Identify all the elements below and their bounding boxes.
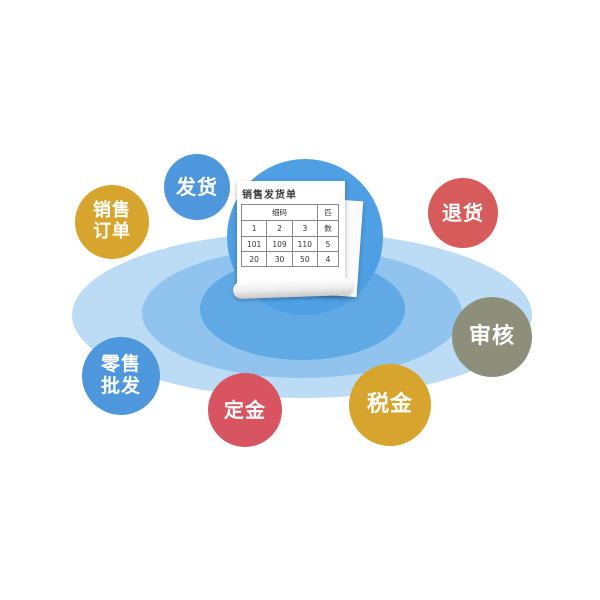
table-cell: 20	[240, 251, 268, 267]
table-row: 101 109 110 5	[240, 236, 339, 252]
bubble-label: 定金	[224, 397, 266, 422]
bubble-label: 退货	[442, 200, 484, 225]
bubble-returns: 退货	[428, 178, 498, 248]
bubble-label-line2: 批发	[100, 375, 141, 397]
table-cell: 1	[240, 220, 268, 237]
count-header-top-cell: 匹	[317, 204, 339, 221]
table-row: 1 2 3 数	[240, 220, 339, 237]
bubble-label: 税金	[366, 392, 413, 418]
bubble-tax: 税金	[349, 364, 431, 446]
table-cell: 109	[266, 236, 293, 252]
table-row: 20 30 50 4	[240, 251, 339, 267]
bubble-label-line1: 零售	[100, 353, 141, 376]
size-header-cell: 细码	[241, 204, 318, 221]
table-cell: 2	[266, 220, 293, 237]
bubble-retail-wholesale: 零售 批发	[82, 337, 160, 415]
table-cell: 50	[291, 251, 319, 267]
bubble-label-line2: 订单	[93, 221, 131, 242]
bubble-shipping: 发货	[164, 154, 230, 220]
delivery-note-table: 细码 匹 1 2 3 数 101 109 110 5 20 30 50 4	[240, 204, 339, 267]
delivery-note-title: 销售发货单	[242, 190, 297, 201]
bubble-deposit: 定金	[208, 373, 282, 447]
bubble-sales-order: 销售 订单	[75, 185, 149, 259]
bubble-audit: 审核	[452, 297, 532, 377]
table-row: 细码 匹	[241, 204, 339, 221]
count-cell: 4	[317, 251, 339, 267]
table-cell: 30	[266, 251, 293, 267]
bubble-label: 发货	[176, 174, 218, 199]
delivery-note-paper: 销售发货单 细码 匹 1 2 3 数 101 109 110 5 20 30 5…	[237, 181, 345, 289]
bubble-label: 审核	[468, 324, 515, 350]
count-header-bottom-cell: 数	[317, 220, 339, 237]
bubble-label-line1: 销售	[93, 200, 131, 222]
table-cell: 110	[291, 236, 319, 252]
table-cell: 3	[291, 220, 319, 237]
count-cell: 5	[317, 236, 339, 252]
table-cell: 101	[240, 236, 268, 252]
